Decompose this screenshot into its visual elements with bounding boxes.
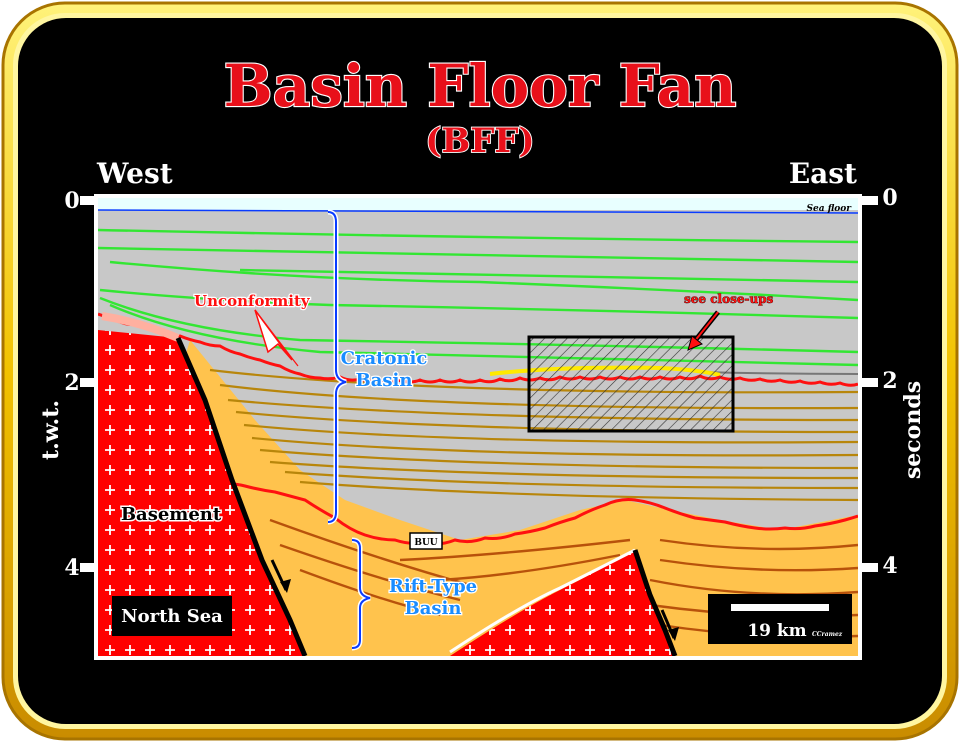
fault-arrow-east-head [668,627,679,641]
right-tick-label-4: 4 [882,553,897,579]
rift-reflectors [269,518,858,639]
region-label: North Sea [121,606,223,627]
sea-surface-band [98,198,858,210]
basement-west-pink-edge [101,312,180,342]
buu-label: BUU [414,538,437,548]
left-axis: 0 2 4 t.w.t. [38,188,96,581]
seismic-section [98,198,858,656]
left-axis-title: t.w.t. [38,400,64,460]
rift-label-line2: Basin [405,598,462,619]
left-tick-2 [80,378,96,387]
right-tick-0 [862,196,878,205]
scale-label: 19 km [747,621,806,641]
cratonic-label-line1: Cratonic [341,348,428,369]
closeups-label: see close-ups [684,292,774,306]
closeup-box [527,335,735,433]
east-label: East [789,157,857,190]
left-tick-label-4: 4 [64,555,79,581]
unconformity-label: Unconformity [194,292,311,310]
west-label: West [96,157,173,190]
rift-label-line1: Rift-Type [389,576,477,597]
unconformity-lower [214,482,858,546]
right-tick-2 [862,378,878,387]
cratonic-label-line2: Basin [356,370,413,391]
left-tick-0 [80,196,96,205]
left-tick-label-0: 0 [64,188,79,214]
scale-bar [731,604,829,611]
credit-label: CCramez [812,631,843,638]
sea-floor-line [98,209,858,214]
basement-west [98,330,305,656]
basement-label: Basement [121,504,222,525]
right-tick-label-2: 2 [882,368,897,394]
fault-west [175,337,308,656]
buu-badge [409,532,443,550]
right-axis-title: seconds [900,381,926,479]
region-badge [112,596,232,636]
fault-arrow-west-head [280,579,291,593]
right-tick-4 [862,563,878,572]
cratonic-upper-reflectors [98,228,858,367]
left-tick-4 [80,563,96,572]
sea-floor-label: Sea floor [807,204,853,214]
right-axis: 0 2 4 seconds [862,185,926,579]
left-tick-label-2: 2 [64,370,79,396]
fault-east [632,549,678,656]
scale-box [708,594,852,644]
right-tick-label-0: 0 [882,185,897,211]
basement-east-top [449,548,636,654]
slide-subtitle: (BFF) [425,121,534,161]
slide-title: Basin Floor Fan [224,52,737,120]
cratonic-lower-reflectors [209,368,858,502]
basement-east [450,550,675,656]
rift-fill [98,340,858,656]
